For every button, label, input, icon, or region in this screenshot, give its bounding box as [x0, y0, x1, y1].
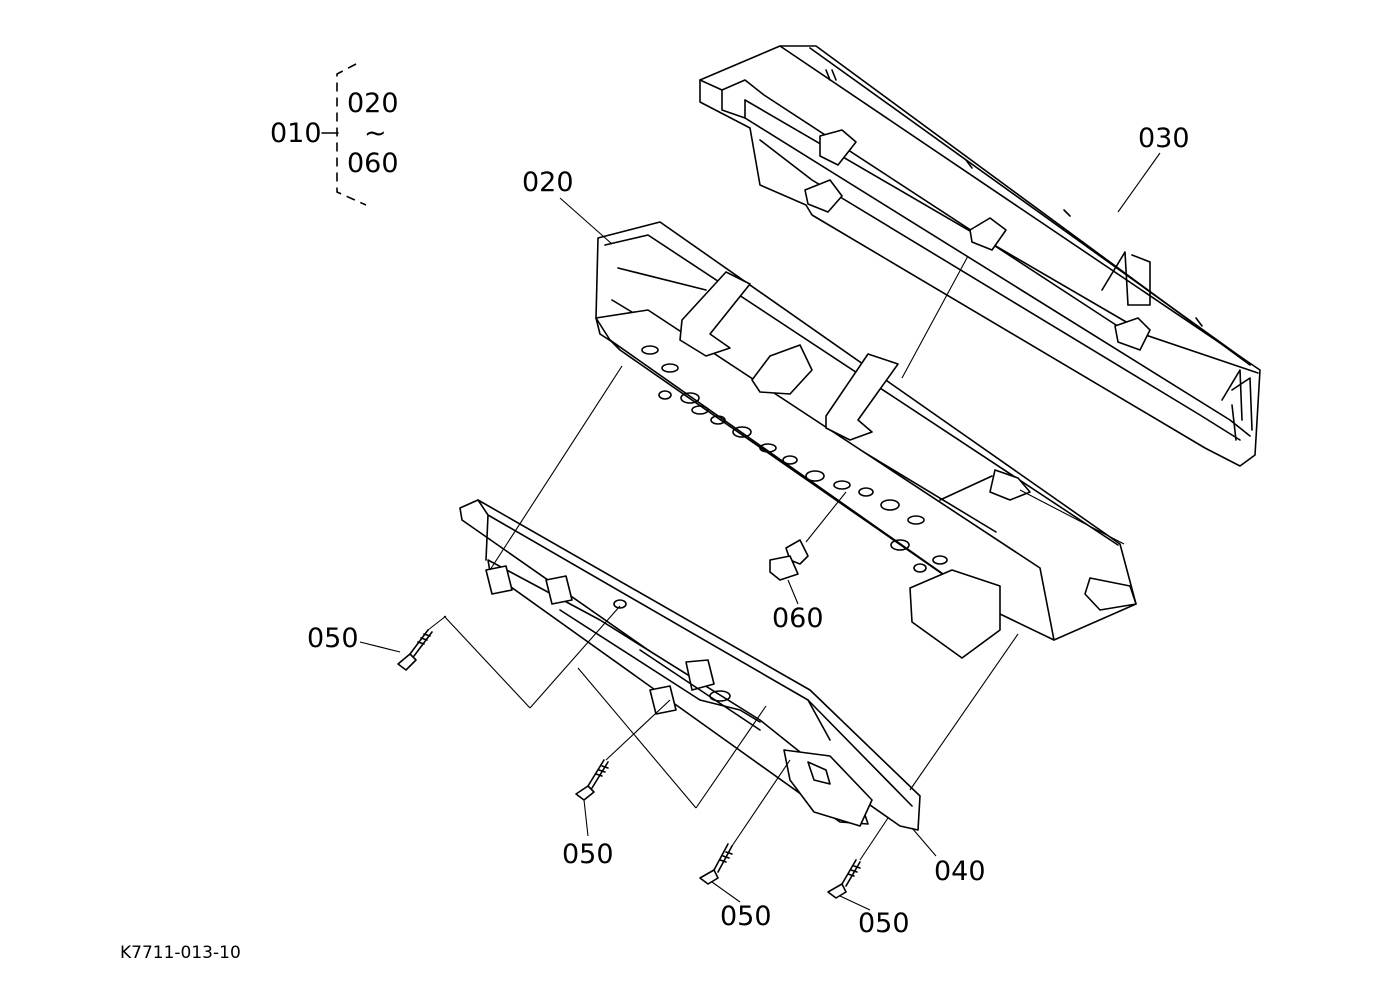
label-050-d: 050	[858, 908, 910, 939]
label-range-start-020: 020	[347, 88, 399, 119]
screw-050-c	[699, 759, 791, 885]
screw-050-a	[397, 615, 447, 671]
drawing-number: K7711-013-10	[120, 943, 241, 963]
assembly-bracket: 010 020 ~ 060	[270, 63, 399, 206]
label-050-a: 050	[307, 623, 359, 654]
label-030: 030	[1138, 123, 1190, 154]
label-040: 040	[934, 856, 986, 887]
label-assembly-010: 010	[270, 118, 322, 149]
label-050-b: 050	[562, 839, 614, 870]
part-020-meter-panel	[595, 221, 1137, 659]
part-030-housing-cover	[699, 45, 1261, 467]
label-050-c: 050	[720, 901, 772, 932]
label-020: 020	[522, 167, 574, 198]
screw-050-b	[575, 699, 671, 801]
part-040-rear-case	[459, 499, 921, 831]
label-060: 060	[772, 603, 824, 634]
label-range-tilde: ~	[364, 118, 387, 149]
screw-050-d	[827, 817, 889, 899]
panel-holes	[641, 345, 948, 573]
label-range-end-060: 060	[347, 148, 399, 179]
part-060-lamp-bulb	[769, 491, 847, 581]
